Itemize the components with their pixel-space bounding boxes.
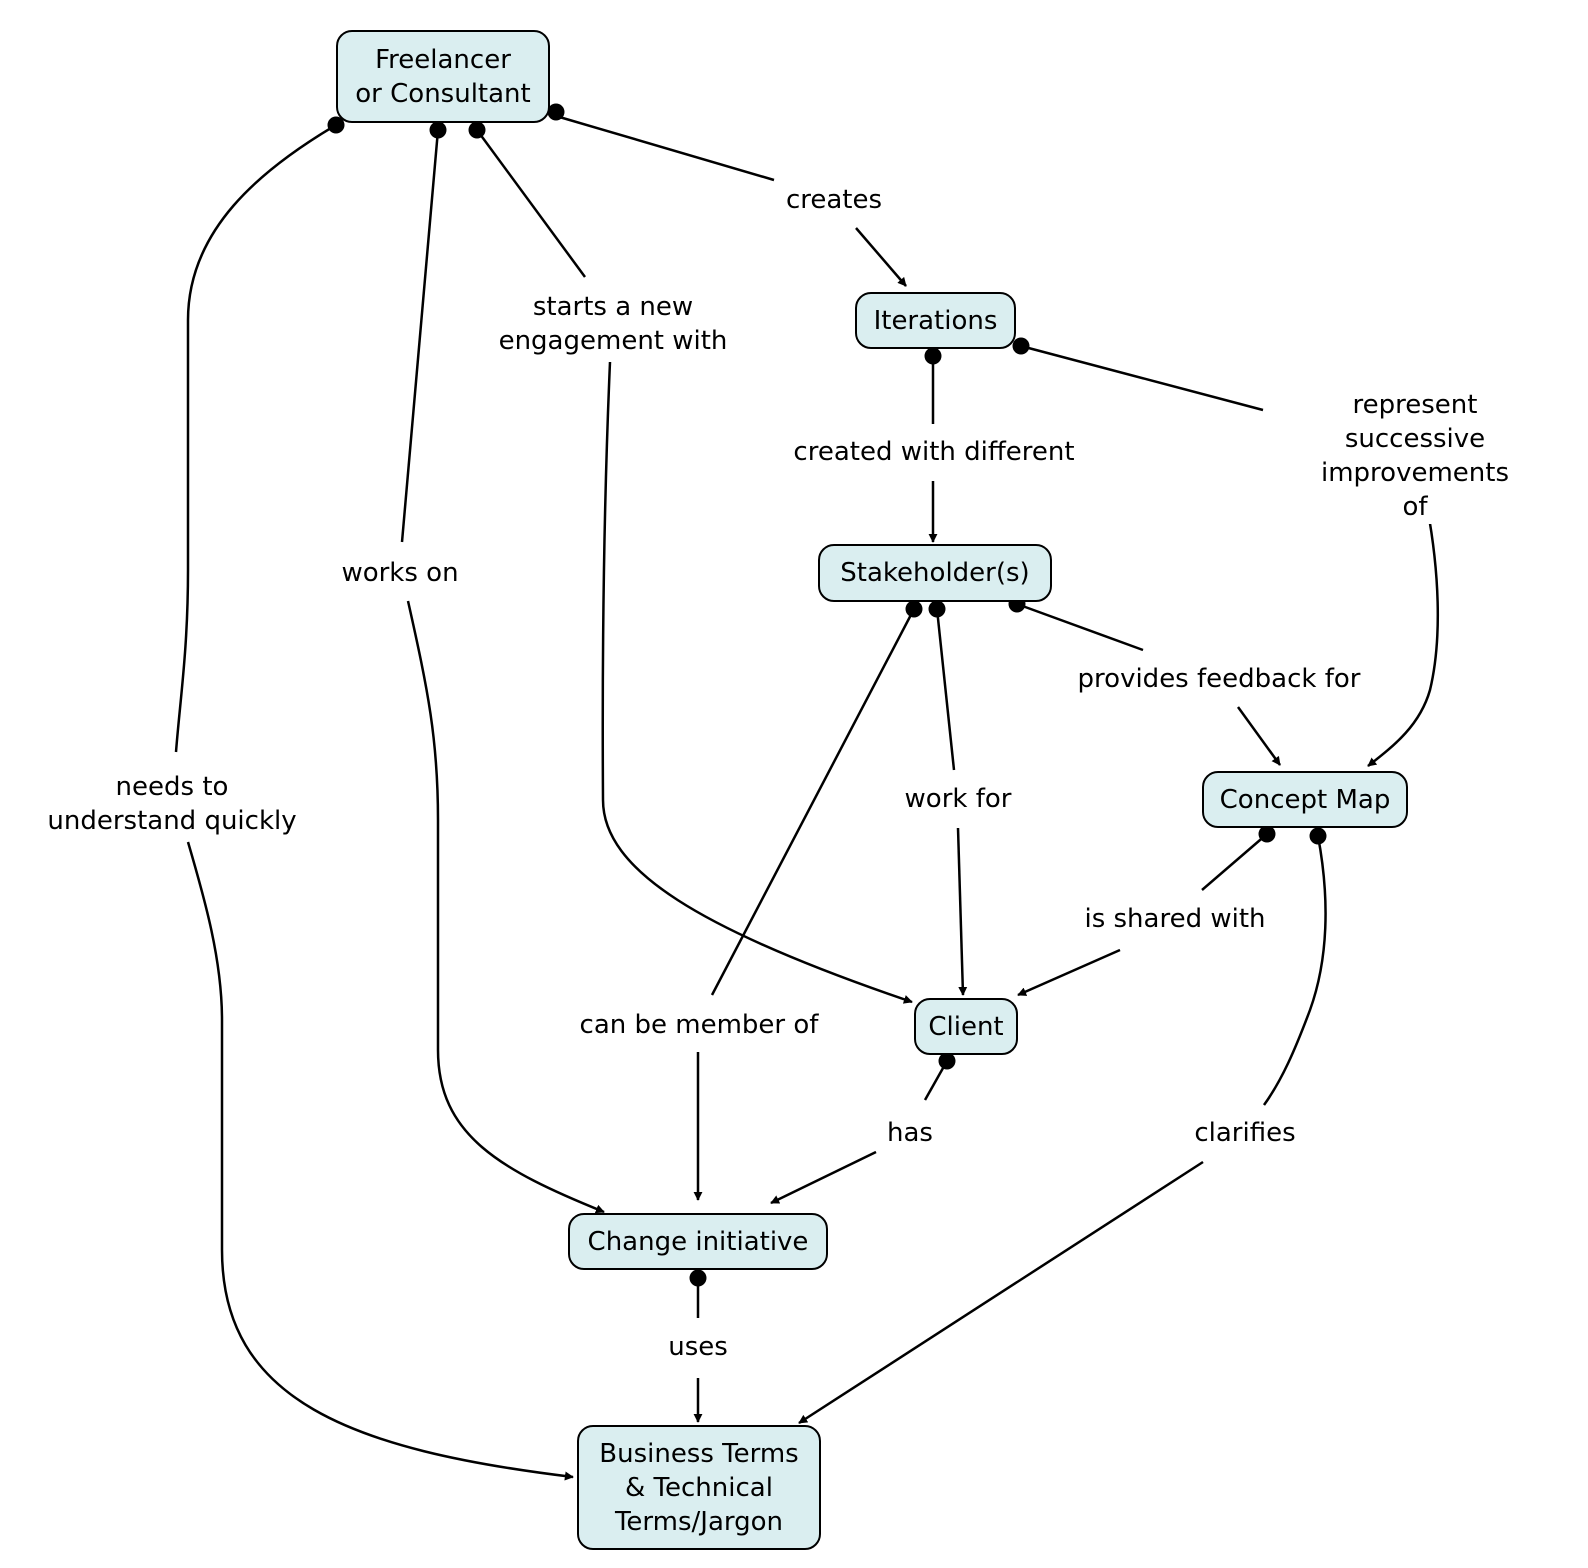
edge-needs-business [186, 841, 574, 1481]
link-label-clarifies: clarifies [1194, 1116, 1296, 1150]
concept-iterations[interactable]: Iterations [855, 292, 1016, 349]
concept-business-terms[interactable]: Business Terms & Technical Terms/Jargon [577, 1425, 821, 1550]
link-label-work-for: work for [904, 782, 1012, 816]
concept-stakeholders[interactable]: Stakeholder(s) [818, 544, 1052, 602]
edge-stakeholders-member [710, 608, 916, 996]
concept-concept-map[interactable]: Concept Map [1202, 771, 1408, 828]
link-label-uses: uses [668, 1330, 728, 1364]
edge-stakeholders-workfor [935, 608, 956, 771]
edge-provides-conceptmap [1236, 706, 1282, 766]
edge-stakeholders-provides [1016, 602, 1144, 652]
edge-creates-iterations [855, 227, 907, 287]
link-label-is-shared-with: is shared with [1084, 902, 1266, 936]
link-label-works-on: works on [341, 556, 459, 590]
link-label-represent-successive: represent successive improvements of [1320, 388, 1510, 524]
edge-shared-client [1017, 948, 1121, 997]
link-label-can-be-member: can be member of [579, 1008, 819, 1042]
link-label-provides-feedback: provides feedback for [1077, 662, 1361, 696]
concept-change-initiative[interactable]: Change initiative [568, 1213, 828, 1270]
edge-freelancer-workson [400, 129, 440, 543]
edge-client-has [923, 1060, 949, 1101]
edge-has-change [770, 1150, 877, 1205]
edge-freelancer-starts [475, 129, 587, 278]
edge-represent-conceptmap [1367, 495, 1440, 767]
edge-freelancer-creates [555, 114, 775, 182]
link-label-has: has [887, 1116, 933, 1150]
edge-conceptmap-clarifies [1262, 835, 1327, 1106]
edge-iterations-represent [1020, 344, 1264, 412]
edge-starts-client [601, 361, 913, 1004]
edge-clarifies-business [798, 1160, 1204, 1425]
edge-workson-change [406, 600, 605, 1214]
edge-conceptmap-shared [1201, 833, 1268, 891]
edge-workfor-client [956, 827, 968, 996]
edge-freelancer-needs [174, 123, 337, 753]
link-label-created-with-different: created with different [793, 435, 1075, 469]
link-label-creates: creates [785, 183, 883, 217]
concept-client[interactable]: Client [914, 998, 1018, 1055]
link-label-needs-to-understand: needs to understand quickly [47, 770, 297, 838]
concept-freelancer[interactable]: Freelancer or Consultant [336, 30, 550, 123]
link-label-starts-engagement: starts a new engagement with [498, 290, 728, 358]
